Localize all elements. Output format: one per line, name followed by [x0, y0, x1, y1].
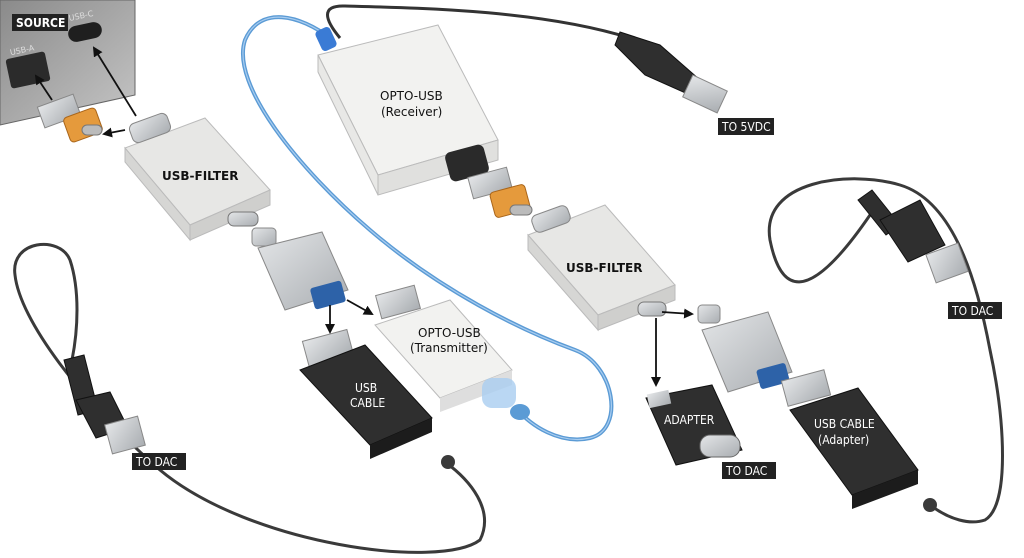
usb-a-plug-5vdc — [614, 31, 728, 114]
flow-arrows — [34, 46, 694, 387]
usb-cable-adapter-label-line1: USB CABLE — [814, 417, 875, 431]
usb-filter-1-label: USB-FILTER — [162, 169, 238, 183]
opto-usb-transmitter: OPTO-USB (Transmitter) — [374, 284, 530, 420]
opto-usb-receiver: OPTO-USB (Receiver) — [315, 24, 499, 196]
optical-cable-highlight — [242, 16, 612, 440]
to-dac-middle-label: TO DAC — [725, 464, 767, 478]
usb-cable-plug: USB CABLE — [299, 328, 455, 469]
to-dac-right-label: TO DAC — [951, 304, 993, 318]
usb-filter-1: USB-FILTER — [124, 112, 271, 242]
tag-to-5vdc: TO 5VDC — [718, 118, 774, 135]
usb-b-plug-right — [857, 189, 969, 284]
usb-c-port — [68, 22, 102, 42]
opto-receiver-label-line2: (Receiver) — [381, 105, 442, 119]
opto-receiver-label-line1: OPTO-USB — [380, 89, 443, 103]
usb-a-to-c-adapter-black: ADAPTER — [645, 384, 743, 466]
tag-to-dac-middle: TO DAC — [722, 462, 776, 479]
usb-filter-2-label: USB-FILTER — [566, 261, 642, 275]
power-cable — [326, 4, 631, 40]
source-device: USB-A USB-C SOURCE — [0, 0, 136, 126]
usb-cable-loop-right — [767, 177, 1004, 524]
usb-cable-label-line2: CABLE — [350, 396, 385, 410]
usb-c-to-a-adapter-middle — [251, 227, 349, 311]
to-dac-left-label: TO DAC — [135, 455, 177, 469]
usb-cable-adapter-label-line2: (Adapter) — [818, 433, 869, 447]
usb-b-plug-left — [63, 354, 146, 455]
tag-to-dac-right: TO DAC — [948, 302, 1002, 319]
tag-to-dac-left: TO DAC — [132, 453, 186, 470]
opto-transmitter-label-line2: (Transmitter) — [410, 341, 488, 355]
opto-transmitter-label-line1: OPTO-USB — [418, 326, 481, 340]
usb-filter-2: USB-FILTER — [527, 204, 676, 332]
adapter-label: ADAPTER — [664, 413, 715, 427]
usb-c-to-a-adapter-right — [697, 304, 793, 393]
usb-a-to-c-adapter-receiver — [467, 166, 533, 218]
source-label: SOURCE — [16, 16, 65, 30]
to-5vdc-label: TO 5VDC — [721, 120, 771, 134]
usb-cable-label-line1: USB — [355, 381, 377, 395]
usb-cable-adapter-plug: USB CABLE (Adapter) — [780, 369, 937, 512]
usb-a-to-c-adapter-top — [36, 93, 103, 143]
